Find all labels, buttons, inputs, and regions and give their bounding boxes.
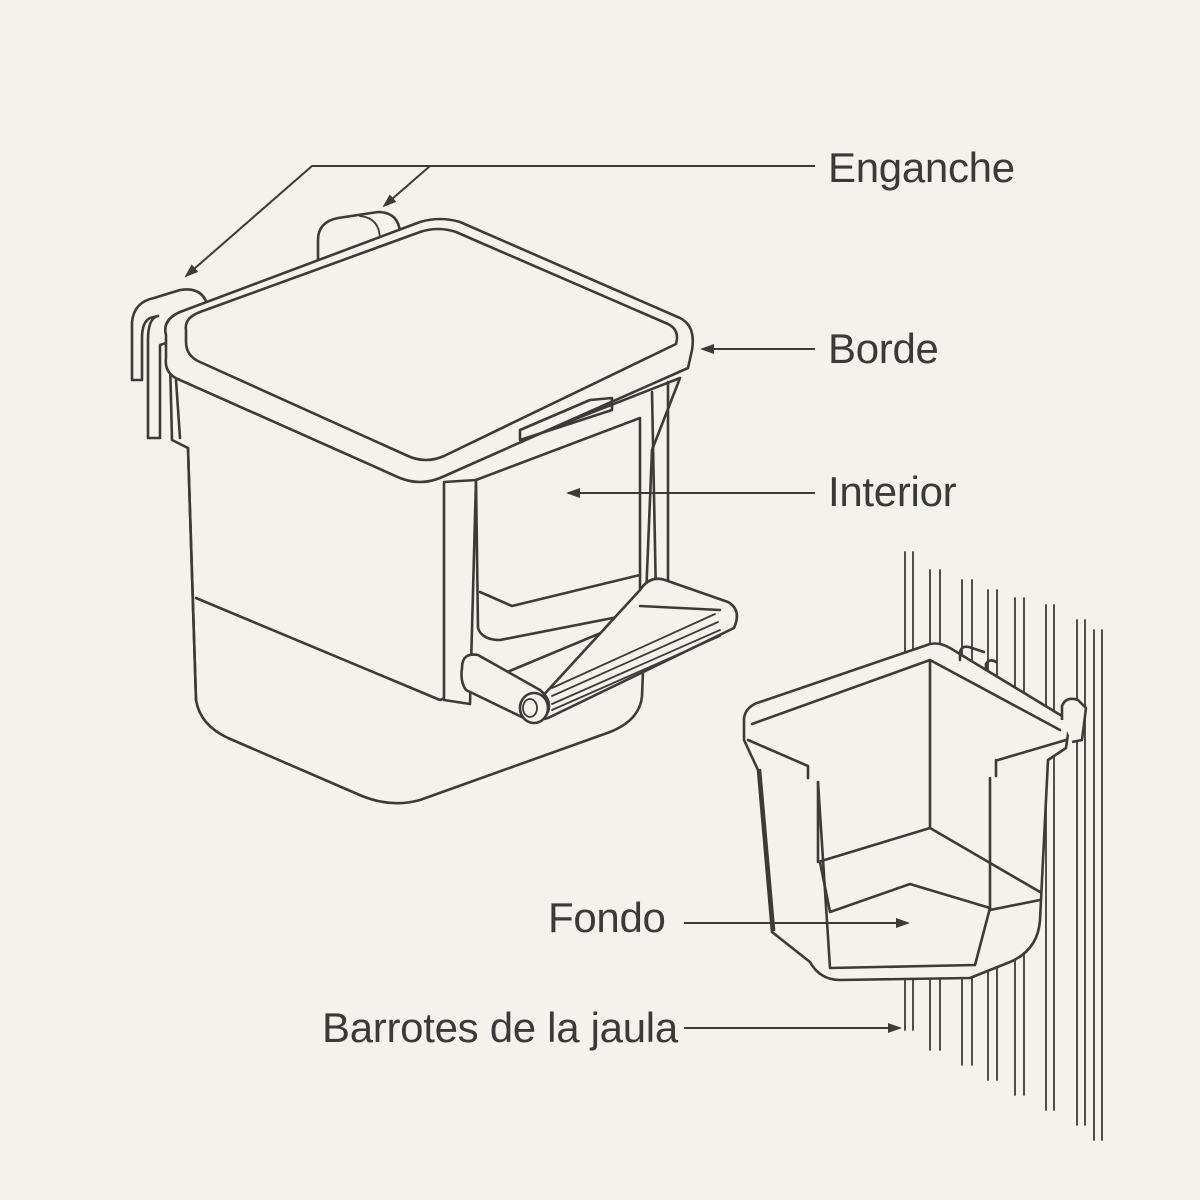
large-feeder xyxy=(130,210,739,805)
label-enganche: Enganche xyxy=(828,144,1015,191)
perch xyxy=(460,577,739,725)
small-feeder xyxy=(742,642,1088,982)
label-barrotes: Barrotes de la jaula xyxy=(322,1004,679,1051)
leader-enganche xyxy=(184,165,815,278)
label-interior: Interior xyxy=(828,468,957,515)
label-fondo: Fondo xyxy=(548,894,666,941)
label-borde: Borde xyxy=(828,325,939,372)
